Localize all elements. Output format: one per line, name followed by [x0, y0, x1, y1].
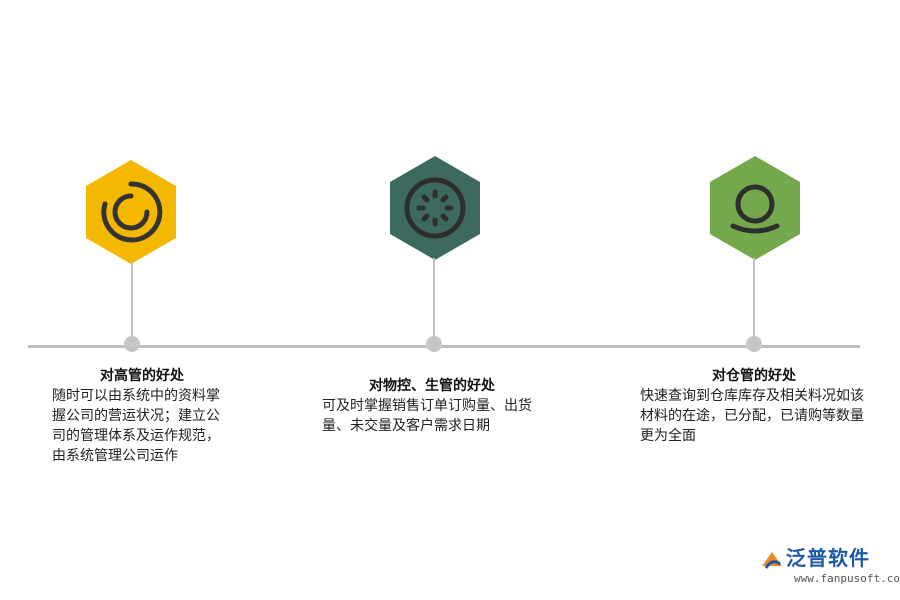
- benefit-block-2: 对物控、生管的好处 可及时掌握销售订单订购量、出货量、未交量及客户需求日期: [322, 376, 542, 436]
- circular-arc-icon: [101, 181, 163, 243]
- timeline-dot: [426, 336, 442, 352]
- benefit-block-3: 对仓管的好处 快速查询到仓库库存及相关料况如该材料的在途，已分配，已请购等数量更…: [640, 366, 868, 446]
- hexagon-node-1: [86, 160, 176, 270]
- connector-line: [131, 262, 133, 342]
- connector-line: [433, 258, 435, 342]
- benefit-title: 对物控、生管的好处: [369, 378, 495, 394]
- benefit-text: 随时可以由系统中的资料掌握公司的营运状况；建立公司的管理体系及运作规范，由系统管…: [52, 388, 220, 464]
- benefit-block-1: 对高管的好处 随时可以由系统中的资料掌握公司的营运状况；建立公司的管理体系及运作…: [52, 366, 232, 466]
- timeline-dot: [746, 336, 762, 352]
- connector-line: [753, 258, 755, 342]
- hexagon-node-2: [390, 156, 480, 266]
- ring-with-base-icon: [730, 184, 780, 234]
- hexagon-shape: [390, 156, 480, 260]
- fanpu-logo: 泛普软件 www.fanpusoft.com: [758, 542, 900, 592]
- logo-url-text: www.fanpusoft.com: [794, 572, 900, 585]
- benefit-title: 对高管的好处: [100, 368, 184, 384]
- logo-brand-text: 泛普软件: [786, 546, 870, 570]
- hexagon-node-3: [710, 156, 800, 266]
- benefit-text: 快速查询到仓库库存及相关料况如该材料的在途，已分配，已请购等数量更为全面: [640, 388, 864, 444]
- logo-mark-icon: [762, 552, 782, 569]
- hexagon-shape: [86, 160, 176, 264]
- timeline-dot: [124, 336, 140, 352]
- benefit-title: 对仓管的好处: [712, 368, 796, 384]
- dotted-ring-icon: [404, 177, 466, 239]
- timeline-axis: [28, 345, 860, 348]
- hexagon-shape: [710, 156, 800, 260]
- benefit-text: 可及时掌握销售订单订购量、出货量、未交量及客户需求日期: [322, 398, 532, 434]
